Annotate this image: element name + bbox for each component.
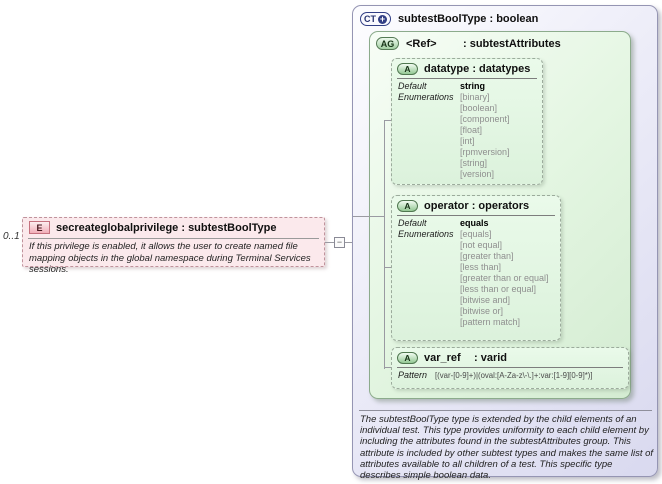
attribute-group-header[interactable]: AG <Ref> : subtestAttributes (370, 32, 630, 50)
enum-value: [rpmversion] (460, 147, 510, 157)
collapse-handle-icon[interactable]: − (334, 237, 345, 248)
enum-value: [greater than] (460, 251, 514, 261)
enumerations-label: Enumerations (398, 229, 454, 239)
bracket-stub (385, 120, 391, 121)
element-header-divider (28, 238, 319, 239)
complex-type-title: subtestBoolType : boolean (398, 13, 539, 25)
attribute-title: operator : operators (424, 200, 530, 212)
attribute-header: A datatype : datatypes (392, 59, 542, 77)
attribute-group-box: AG <Ref> : subtestAttributes A datatype … (369, 31, 631, 399)
enum-value: [boolean] (460, 103, 498, 113)
enum-value: [binary] (460, 92, 490, 102)
default-label: Default (398, 81, 427, 91)
enumeration-list: [binary][boolean][component][float][int]… (460, 92, 539, 180)
enum-value: [int] (460, 136, 475, 146)
attribute-group-name: <Ref> (406, 37, 437, 50)
type-annotation: The subtestBoolType type is extended by … (360, 414, 654, 482)
enum-value: [less than] (460, 262, 502, 272)
attribute-badge-icon: A (397, 63, 418, 75)
bracket-stub (385, 267, 391, 268)
complex-type-badge-icon: CT + (360, 12, 391, 26)
element-box[interactable]: E secreateglobalprivilege : subtestBoolT… (22, 217, 325, 275)
enum-value: [greater than or equal] (460, 273, 549, 283)
enum-value: [equals] (460, 229, 492, 239)
enumeration-list: [equals][not equal][greater than][less t… (460, 229, 557, 328)
cardinality-label: 0..1 (3, 231, 20, 242)
attribute-box-var-ref[interactable]: A var_ref : varid Pattern [(var-[0-9]+)|… (391, 347, 629, 389)
attribute-header-divider (397, 215, 555, 216)
enum-value: [bitwise or] (460, 306, 504, 316)
connector-line (325, 242, 334, 243)
facet-labels: Default Enumerations (398, 218, 460, 328)
enum-value: [bitwise and] (460, 295, 511, 305)
attribute-title: datatype : datatypes (424, 63, 531, 75)
facet-labels: Default Enumerations (398, 81, 460, 180)
attribute-facets: Default Enumerations string [binary][boo… (392, 79, 542, 180)
enum-value: [float] (460, 125, 483, 135)
enum-value: [pattern match] (460, 317, 521, 327)
attribute-group-type: : subtestAttributes (463, 37, 561, 50)
enum-value: [component] (460, 114, 510, 124)
attribute-header-divider (397, 367, 623, 368)
footer-divider (359, 410, 652, 411)
enum-value: [string] (460, 158, 488, 168)
element-badge-icon: E (29, 221, 50, 234)
facet-values: equals [equals][not equal][greater than]… (460, 218, 557, 328)
element-header: E secreateglobalprivilege : subtestBoolT… (23, 218, 324, 236)
bracket-line (384, 120, 385, 369)
enum-value: [not equal] (460, 240, 503, 250)
complex-type-header[interactable]: CT + subtestBoolType : boolean (353, 6, 657, 26)
attribute-header: A operator : operators (392, 196, 560, 214)
pattern-label: Pattern (398, 370, 428, 380)
attribute-box-datatype[interactable]: A datatype : datatypes Default Enumerati… (391, 58, 543, 185)
attribute-facets: Default Enumerations equals [equals][not… (392, 216, 560, 328)
element-title: secreateglobalprivilege : subtestBoolTyp… (56, 221, 277, 234)
extension-plus-icon: + (378, 13, 387, 24)
default-label: Default (398, 218, 427, 228)
element-description: If this privilege is enabled, it allows … (29, 241, 311, 275)
attribute-name: var_ref (424, 352, 461, 364)
attribute-badge-icon: A (397, 352, 418, 364)
enumerations-label: Enumerations (398, 92, 454, 102)
bracket-stub (385, 367, 391, 368)
attribute-box-operator[interactable]: A operator : operators Default Enumerati… (391, 195, 561, 341)
facet-values: string [binary][boolean][component][floa… (460, 81, 539, 180)
connector-line (353, 216, 384, 217)
attribute-type: : varid (474, 352, 508, 364)
enum-value: [less than or equal] (460, 284, 537, 294)
attribute-header-divider (397, 78, 537, 79)
attribute-group-badge-icon: AG (376, 37, 399, 50)
default-value: string (460, 81, 486, 91)
enum-value: [version] (460, 169, 495, 179)
attribute-header: A var_ref : varid (392, 348, 628, 366)
complex-type-box: CT + subtestBoolType : boolean AG <Ref> … (352, 5, 658, 481)
connector-line (345, 242, 352, 243)
default-value: equals (460, 218, 489, 228)
pattern-value: [(var-[0-9]+)|(oval:[A-Za-z\-\.]+:var:[1… (435, 371, 593, 380)
attribute-badge-icon: A (397, 200, 418, 212)
attribute-facets: Pattern [(var-[0-9]+)|(oval:[A-Za-z\-\.]… (392, 368, 628, 380)
